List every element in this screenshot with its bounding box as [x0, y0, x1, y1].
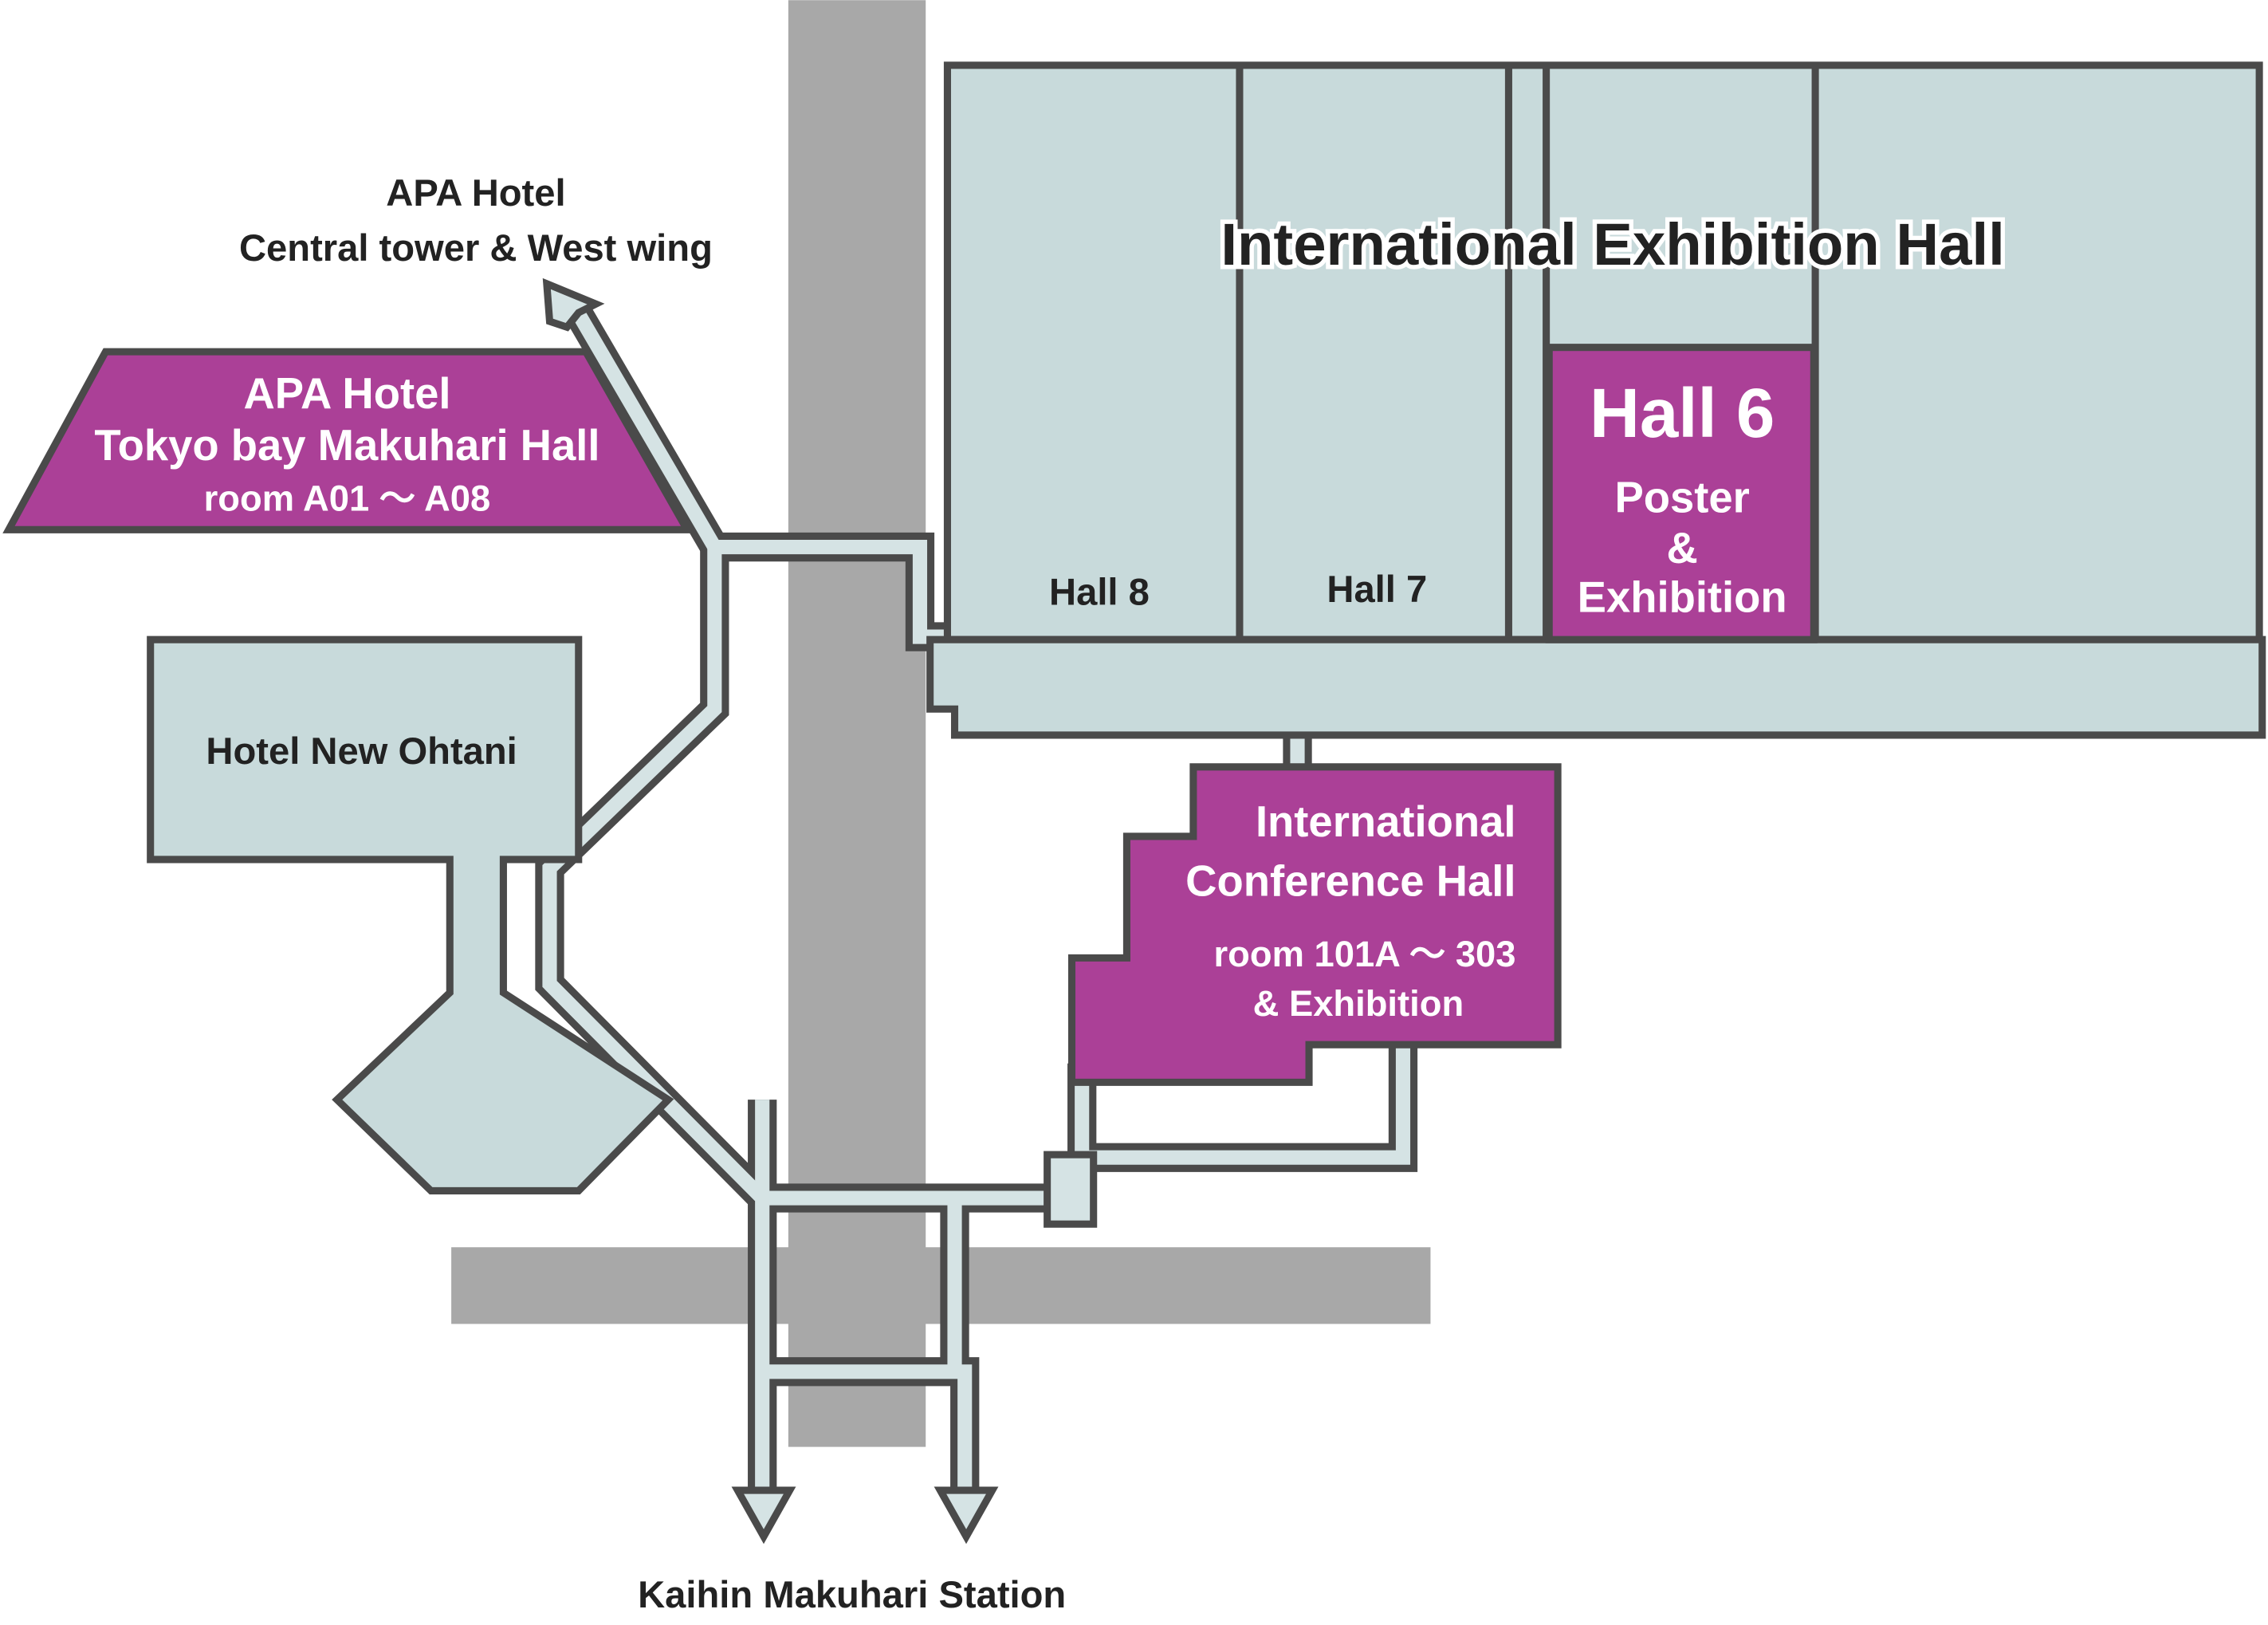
exhibition-hall-title: International Exhibition Hall: [1220, 211, 2004, 277]
conference-hall-line2: Conference Hall: [1185, 856, 1515, 905]
apa-central-line2: Central tower & West wing: [239, 226, 713, 269]
hall-6-line2: &: [1667, 524, 1698, 572]
hall-6-line1: Poster: [1614, 474, 1749, 522]
hall-8-label: Hall 8: [1049, 571, 1150, 613]
conference-hall-line3: room 101A ～ 303: [1214, 934, 1516, 974]
station-label: Kaihin Makuhari Station: [638, 1573, 1066, 1615]
hotel-new-ohtani-label: Hotel New Ohtani: [206, 730, 517, 772]
apa-makuhari-line1: APA Hotel: [243, 369, 450, 418]
hall-6: [1545, 344, 1818, 643]
hotel-new-ohtani: [147, 635, 674, 1195]
arrow-down-station-right-icon: [934, 1486, 999, 1544]
hall-6-line3: Exhibition: [1578, 573, 1787, 622]
hall-6-title: Hall 6: [1590, 375, 1775, 452]
conference-hall: [1067, 763, 1562, 1086]
arrow-down-station-left-icon: [731, 1486, 796, 1544]
connector-box: [1044, 1151, 1098, 1228]
apa-central-line1: APA Hotel: [386, 171, 565, 214]
road-vertical: [788, 0, 926, 1447]
apa-makuhari-line3: room A01 ～ A08: [204, 478, 491, 519]
hall-7-label: Hall 7: [1327, 568, 1427, 610]
apa-hotel-makuhari-hall: [2, 348, 694, 533]
apa-makuhari-line2: Tokyo bay Makuhari Hall: [94, 421, 599, 470]
arrow-up-apa-central-icon: [542, 277, 605, 332]
conference-hall-line1: International: [1256, 797, 1516, 846]
conference-hall-line4: & Exhibition: [1253, 983, 1464, 1024]
